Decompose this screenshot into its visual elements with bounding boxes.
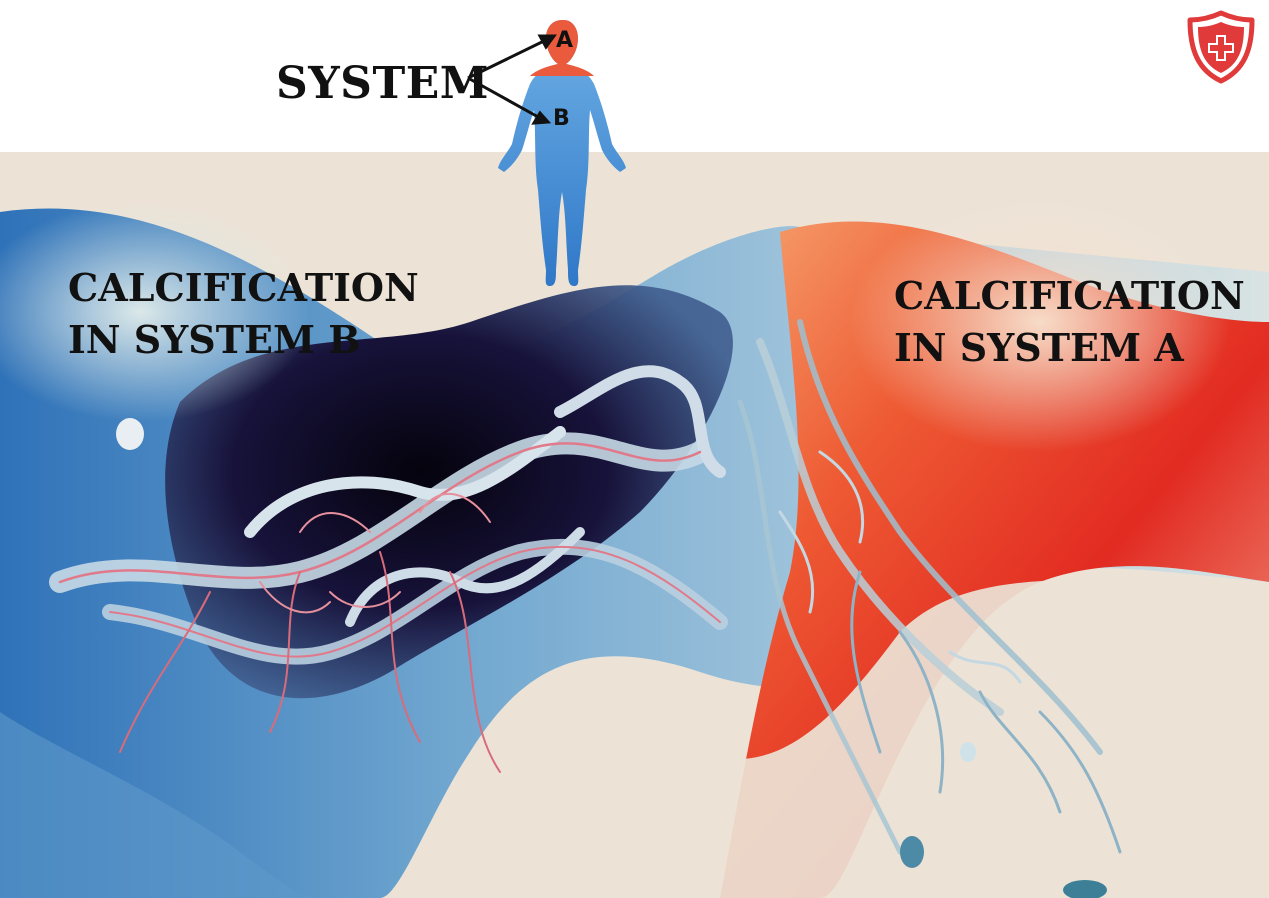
caption-system-a: CALCIFICATION IN SYSTEM A: [894, 270, 1245, 374]
system-a-label: A: [556, 28, 574, 53]
caption-a-line1: CALCIFICATION: [894, 273, 1245, 318]
system-title: SYSTEM: [276, 58, 489, 109]
header-area: [0, 0, 1269, 152]
arrow-connectors: [467, 34, 557, 125]
human-body-icon: [467, 20, 626, 286]
vessel-artwork: [0, 152, 1269, 898]
caption-b-line2: IN SYSTEM B: [68, 317, 361, 362]
calcified-vessels: [49, 319, 1122, 855]
caption-a-line2: IN SYSTEM A: [894, 325, 1184, 370]
medical-shield-cross-icon: [1187, 10, 1255, 84]
calcification-illustration: [0, 152, 1269, 898]
vessel-droplets: [116, 418, 1107, 898]
caption-b-line1: CALCIFICATION: [68, 265, 419, 310]
caption-system-b: CALCIFICATION IN SYSTEM B: [68, 262, 419, 366]
system-b-label: B: [553, 106, 570, 131]
